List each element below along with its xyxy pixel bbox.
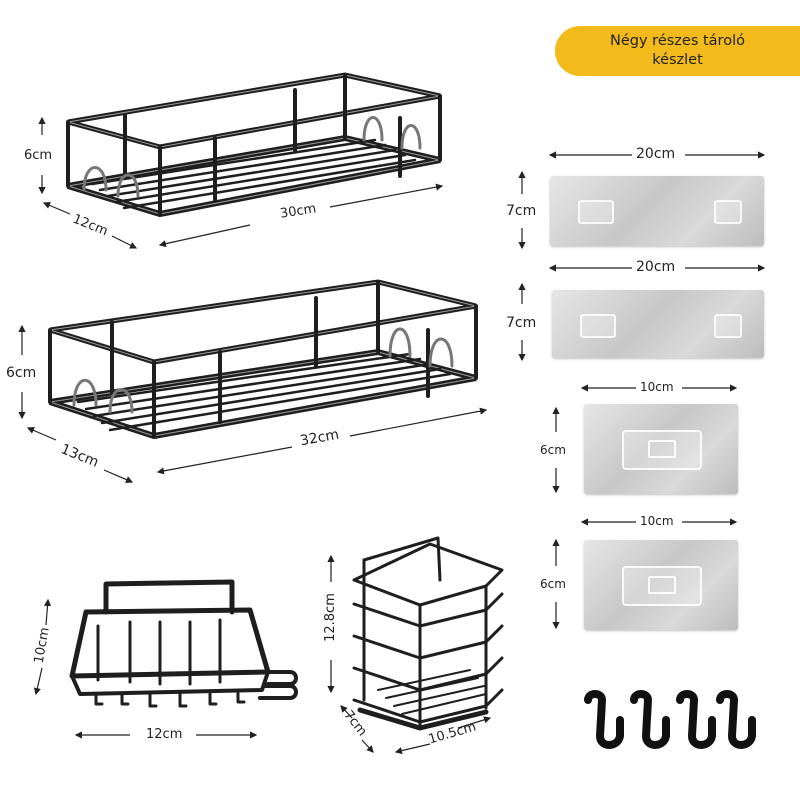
hook-clip	[578, 200, 614, 224]
pad-1-width-label: 20cm	[636, 146, 676, 162]
pad-2-height-label: 7cm	[506, 315, 537, 331]
shelf-2-height-label: 6cm	[6, 365, 37, 381]
adhesive-pad-1	[550, 176, 764, 246]
adhesive-pad-2	[552, 290, 764, 358]
pad-4-height-label: 6cm	[540, 577, 566, 591]
caddy-dimensions	[327, 554, 492, 755]
banner-line-1: Négy részes tároló	[610, 33, 745, 49]
pad-3-height-label: 6cm	[540, 443, 566, 457]
adhesive-pad-4	[584, 540, 738, 630]
hook-clip	[714, 314, 742, 338]
pad-2-width-label: 20cm	[636, 259, 676, 275]
storage-caddy	[352, 536, 504, 731]
caddy-height-label: 12.8cm	[322, 593, 338, 642]
s-hooks	[584, 690, 756, 749]
soap-dish-dimensions	[33, 598, 258, 739]
shelf-1	[66, 72, 442, 218]
shelf-2-dimensions	[18, 324, 488, 483]
pad-1-height-label: 7cm	[506, 203, 537, 219]
banner-line-2: készlet	[652, 52, 703, 68]
soap-dish	[69, 579, 298, 708]
shelf-2	[48, 279, 478, 440]
title-banner: Négy részes tároló készlet	[555, 26, 800, 76]
shelf-1-height-label: 6cm	[24, 148, 53, 163]
pad-dimensions	[518, 151, 766, 630]
soap-dish-width-label: 12cm	[146, 727, 183, 742]
hook-clip	[622, 430, 702, 470]
pad-4-width-label: 10cm	[640, 514, 674, 528]
hook-clip	[580, 314, 616, 338]
pad-3-width-label: 10cm	[640, 380, 674, 394]
hook-clip	[714, 200, 742, 224]
shelf-1-dimensions	[38, 116, 444, 249]
adhesive-pad-3	[584, 404, 738, 494]
hook-clip	[622, 566, 702, 606]
